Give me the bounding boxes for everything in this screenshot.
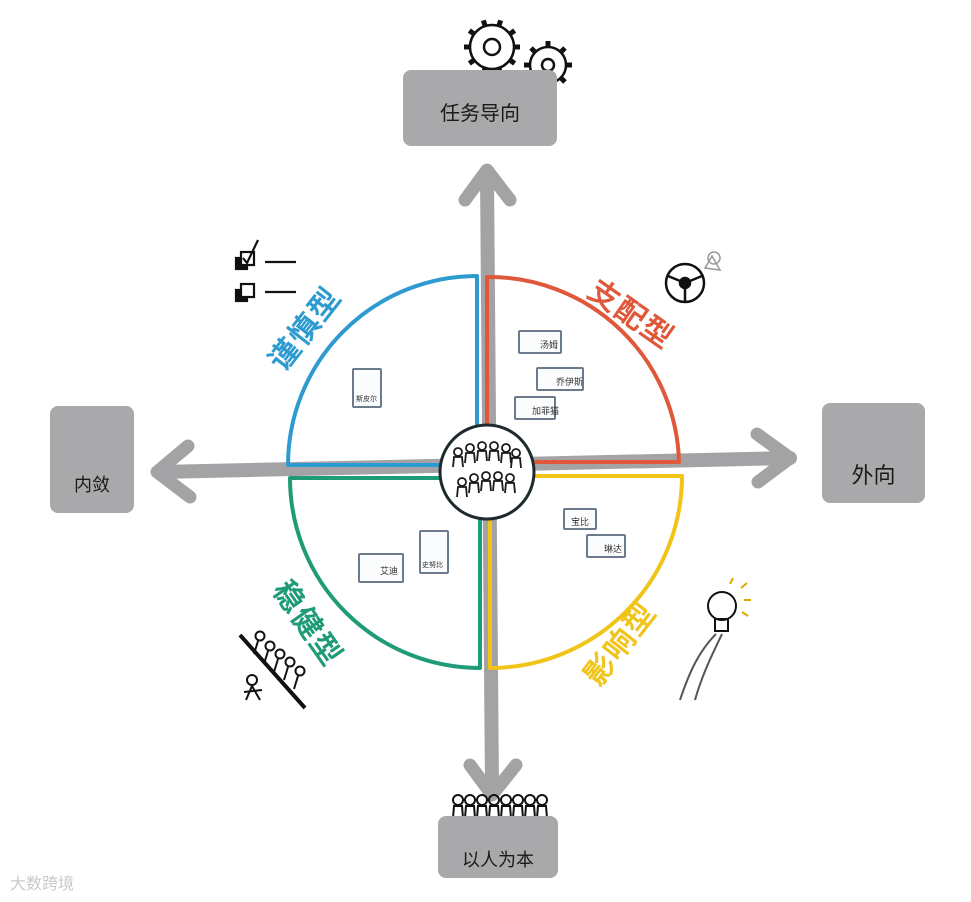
arrow-left-icon (150, 439, 197, 504)
steering-wheel-icon (664, 251, 722, 304)
character-card: 加菲猫 (514, 396, 560, 420)
quadrant-dominant (485, 274, 681, 464)
arrow-up-icon (458, 163, 517, 207)
character-name: 斯皮尔 (356, 395, 377, 403)
axis-box-extroverted: 外向 (822, 403, 925, 503)
watermark: 大数跨境 (10, 874, 75, 893)
crowd-icon (452, 794, 548, 819)
team-climbing-icon (238, 630, 307, 710)
axis-box-people-oriented: 以人为本 (438, 816, 558, 878)
character-card: 乔伊斯 (536, 367, 584, 391)
character-name: 艾迪 (380, 567, 399, 577)
character-card: 艾迪 (358, 553, 404, 583)
lightbulb-icon (679, 577, 751, 701)
character-card: 宝比 (563, 508, 597, 530)
character-card: 琳达 (586, 534, 626, 558)
character-card: 史努比 (419, 530, 449, 574)
quadrant-steady (288, 476, 482, 670)
character-name: 乔伊斯 (556, 378, 584, 388)
axis-box-introverted: 内敛 (50, 406, 134, 513)
quadrant-influence (488, 474, 684, 670)
character-name: 琳达 (604, 545, 623, 555)
checklist-icon (234, 239, 296, 303)
quadrant-cautious (286, 274, 479, 467)
axis-arrowheads (150, 163, 797, 802)
character-name: 加菲猫 (532, 407, 560, 417)
axis-label-extroverted: 外向 (851, 464, 896, 489)
axis-label-introverted: 内敛 (74, 475, 110, 496)
character-card: 斯皮尔 (352, 368, 382, 408)
character-card: 汤姆 (518, 330, 562, 354)
axis-label-task-oriented: 任务导向 (440, 101, 520, 125)
axis-box-task-oriented: 任务导向 (403, 70, 557, 146)
people-group-icon (452, 441, 522, 498)
character-name: 史努比 (422, 561, 443, 569)
arrow-right-icon (750, 427, 797, 489)
axis-label-people-oriented: 以人为本 (462, 850, 534, 871)
character-name: 宝比 (571, 518, 590, 528)
character-name: 汤姆 (540, 341, 559, 351)
